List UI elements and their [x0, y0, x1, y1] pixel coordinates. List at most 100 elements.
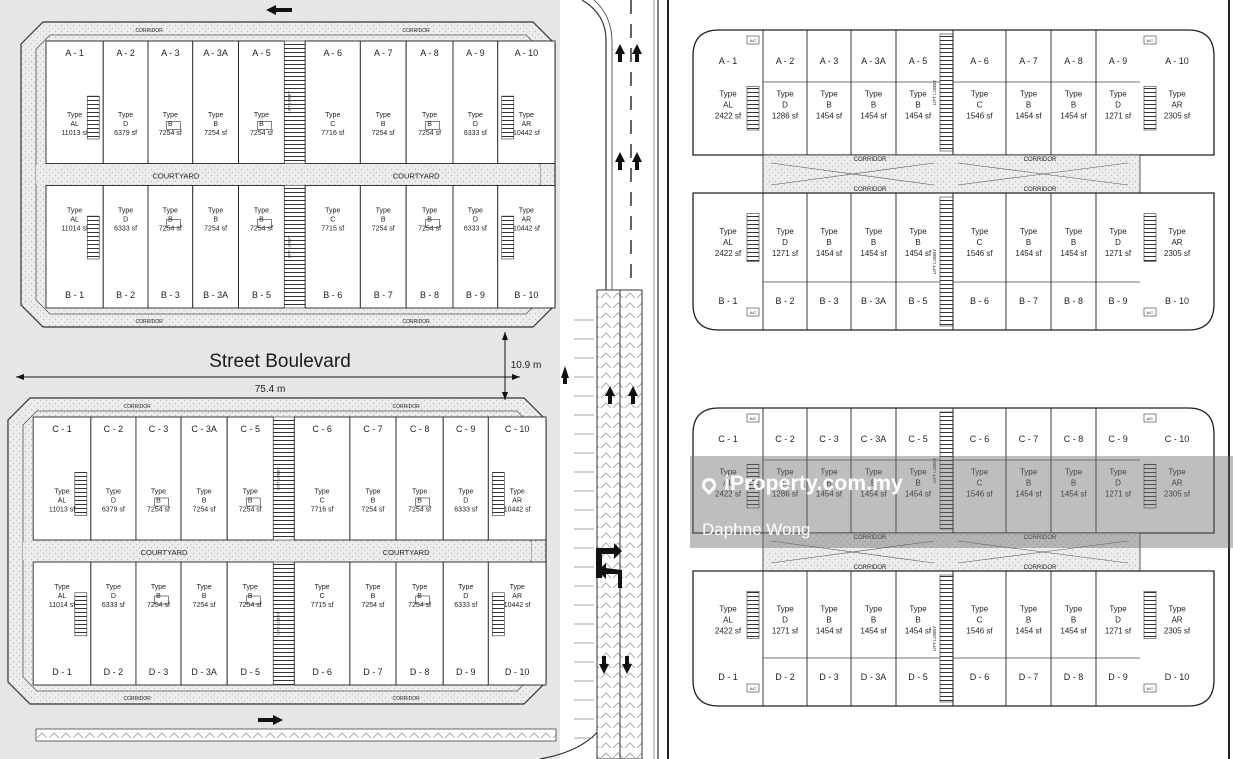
- unit-area-label: 1454 sf: [905, 111, 932, 120]
- lane-arrow-down-icon: [599, 656, 609, 674]
- unit-id-label: C - 2: [104, 424, 124, 434]
- ac-label: A/C: [1147, 38, 1154, 43]
- unit-id-label: A - 2: [116, 48, 135, 58]
- unit-id-label: C - 3: [149, 424, 169, 434]
- unit-type-label: B: [202, 497, 207, 504]
- unit-type-label: C: [330, 216, 335, 223]
- unit-type-word: Type: [909, 605, 927, 614]
- floor-block-outline: [692, 29, 1215, 156]
- unit-type-word: Type: [719, 227, 737, 236]
- unit-core-mark: [154, 497, 169, 507]
- unit-type-word: Type: [1168, 605, 1186, 614]
- unit-type-label: B: [1026, 100, 1031, 109]
- unit-id-label: B - 6: [323, 290, 342, 300]
- traffic-arrow-icon: [266, 5, 292, 15]
- unit-area-label: 7254 sf: [250, 130, 273, 137]
- unit-area-label: 1546 sf: [966, 111, 993, 120]
- unit-id-label: A - 3: [161, 48, 180, 58]
- unit-area-label: 1271 sf: [772, 627, 799, 636]
- unit-type-label: D: [111, 497, 116, 504]
- courtyard-label: COURTYARD: [383, 548, 430, 557]
- unit-id-label: C - 3A: [861, 434, 887, 444]
- unit-area-label: 1454 sf: [1060, 249, 1087, 258]
- unit-area-label: 1271 sf: [1105, 249, 1132, 258]
- unit-type-label: D: [1115, 238, 1121, 247]
- void-cross: [957, 162, 1129, 186]
- unit-id-label: B - 3A: [861, 296, 886, 306]
- unit-area-label: 6333 sf: [102, 602, 125, 609]
- unit-type-label: B: [871, 100, 876, 109]
- unit-id-label: A - 9: [466, 48, 485, 58]
- unit-area-label: 1454 sf: [816, 489, 843, 498]
- unit-area-label: 1454 sf: [905, 249, 932, 258]
- unit-type-label: C: [320, 497, 325, 504]
- unit-id-label: A - 9: [1109, 56, 1128, 66]
- unit-area-label: 1271 sf: [1105, 489, 1132, 498]
- unit-type-label: B: [381, 216, 386, 223]
- lift-lobby: [939, 574, 954, 703]
- unit-type-label: B: [1071, 100, 1076, 109]
- unit-id-label: B - 3: [819, 296, 838, 306]
- void-cross: [770, 540, 935, 564]
- site-unit: [238, 40, 285, 164]
- unit-area-label: 7254 sf: [204, 225, 227, 232]
- unit-id-label: A - 10: [1165, 56, 1189, 66]
- unit-id-label: A - 1: [719, 56, 738, 66]
- corridor-label: CORRIDOR: [403, 28, 431, 34]
- unit-id-label: A - 3A: [203, 48, 228, 58]
- unit-type-label: AR: [522, 216, 532, 223]
- stair-icon: [492, 592, 505, 637]
- unit-type-word: Type: [909, 227, 927, 236]
- unit-id-label: D - 3A: [191, 667, 217, 677]
- unit-id-label: D - 10: [505, 667, 530, 677]
- unit-id-label: D - 9: [1108, 672, 1128, 682]
- courtyard-label: COURTYARD: [152, 172, 199, 181]
- unit-type-word: Type: [1065, 467, 1083, 476]
- unit-id-label: A - 6: [324, 48, 343, 58]
- site-unit: [102, 40, 149, 164]
- courtyard-label: COURTYARD: [393, 172, 440, 181]
- unit-area-label: 1454 sf: [816, 111, 843, 120]
- unit-area-label: 11014 sf: [61, 225, 87, 232]
- corridor-label: CORRIDOR: [854, 535, 887, 541]
- unit-type-word: Type: [1020, 605, 1038, 614]
- unit-type-label: B: [826, 478, 831, 487]
- unit-type-word: Type: [458, 584, 473, 591]
- unit-area-label: 7254 sf: [159, 130, 182, 137]
- unit-type-label: AR: [512, 497, 522, 504]
- unit-id-label: C - 6: [312, 424, 332, 434]
- unit-type-label: D: [782, 100, 788, 109]
- unit-type-label: D: [463, 593, 468, 600]
- ac-label: A/C: [750, 416, 757, 421]
- unit-id-label: D - 10: [1165, 672, 1190, 682]
- lift-lobby-label: LIFT LOBBY: [275, 612, 280, 635]
- unit-type-word: Type: [909, 467, 927, 476]
- unit-id-label: D - 1: [52, 667, 72, 677]
- site-unit: [452, 40, 499, 164]
- unit-area-label: 1454 sf: [1060, 627, 1087, 636]
- site-unit: [442, 416, 489, 541]
- lane-arrow-up-icon: [605, 386, 615, 404]
- lift-lobby-label: LIFT LOBBY: [275, 467, 280, 490]
- unit-type-label: B: [871, 616, 876, 625]
- unit-area-label: 1454 sf: [860, 489, 887, 498]
- watermark-brand-text: iProperty.com.my: [724, 472, 904, 495]
- unit-core-mark: [166, 121, 181, 130]
- unit-type-word: Type: [1109, 467, 1127, 476]
- site-unit: [349, 416, 397, 541]
- unit-type-label: B: [371, 593, 376, 600]
- unit-id-label: B - 8: [420, 290, 439, 300]
- unit-id-label: D - 6: [312, 667, 332, 677]
- unit-type-label: AR: [512, 593, 522, 600]
- unit-id-label: B - 2: [775, 296, 794, 306]
- unit-area-label: 2305 sf: [1164, 111, 1191, 120]
- unit-type-word: Type: [1020, 89, 1038, 98]
- lane-arrow-down-icon: [622, 656, 632, 674]
- stair-icon: [1143, 590, 1157, 639]
- unit-type-word: Type: [376, 207, 391, 214]
- unit-id-label: D - 3: [819, 672, 839, 682]
- unit-type-label: B: [259, 121, 264, 128]
- unit-area-label: 1271 sf: [1105, 627, 1132, 636]
- unit-type-word: Type: [865, 89, 883, 98]
